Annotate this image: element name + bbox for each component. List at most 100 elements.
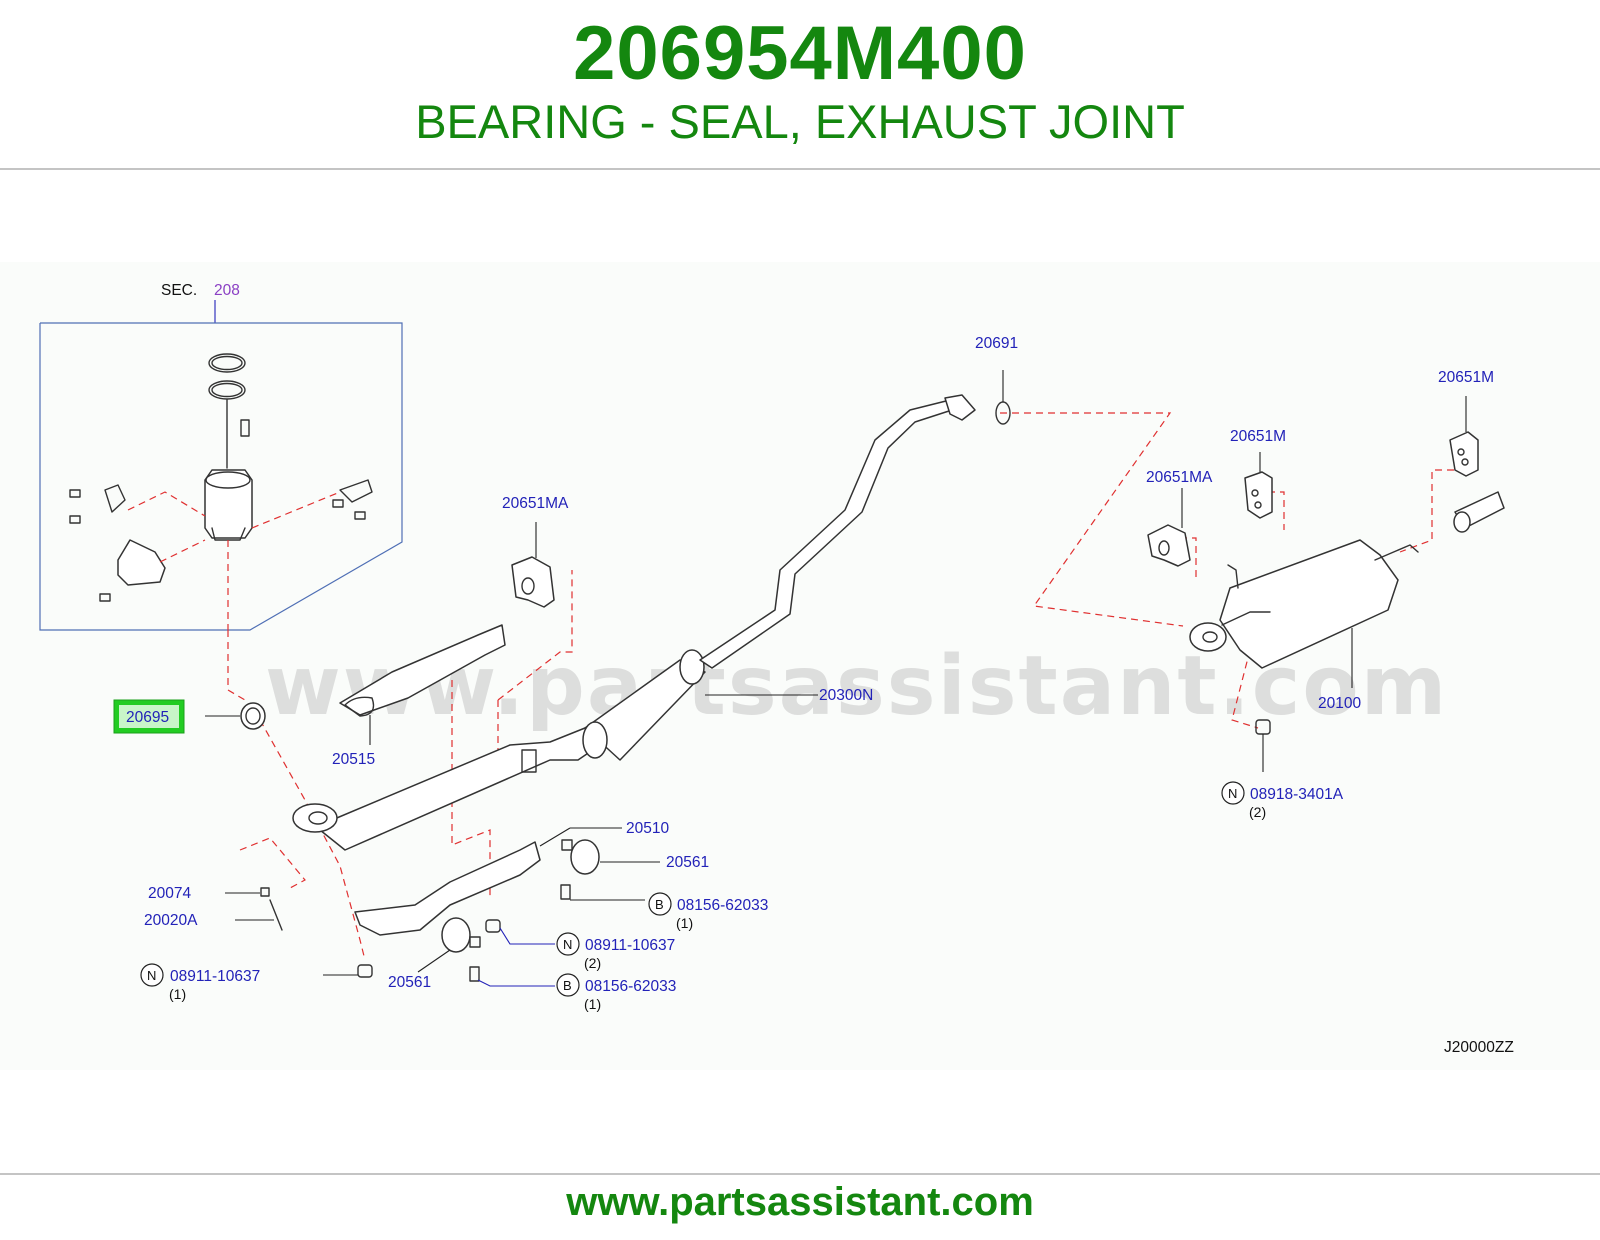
- fastener-badge: [140, 963, 164, 987]
- seal-ring-inner: [245, 707, 261, 725]
- rear-muffler-inlet: [1221, 611, 1271, 626]
- mount-20651M-center-body: [1244, 471, 1273, 519]
- fastener-code[interactable]: 08156-62033: [677, 897, 768, 914]
- sec-208-callout: SEC. 208: [39, 282, 403, 631]
- dash-mount-rear-b: [1268, 491, 1285, 530]
- rubber-mount-20651M-center[interactable]: [1244, 471, 1273, 519]
- rear-muffler-body: [1219, 539, 1399, 669]
- gasket-ring-lower-inner: [211, 382, 243, 398]
- mount-front-hole: [521, 577, 535, 595]
- fastener-code[interactable]: 08156-62033: [585, 978, 676, 995]
- fastener-code[interactable]: 08911-10637: [585, 937, 675, 954]
- stud-shaft: [269, 899, 283, 931]
- clamp-lower-bolt: [469, 936, 481, 948]
- clamp-20561-upper[interactable]: [561, 839, 600, 875]
- label-20515[interactable]: 20515: [332, 751, 375, 768]
- leader-20510-a: [539, 827, 571, 847]
- header-divider: [0, 168, 1600, 170]
- rear-muffler-20100[interactable]: [1189, 491, 1505, 669]
- fastener-qty: (1): [676, 915, 693, 931]
- label-20100[interactable]: 20100: [1318, 695, 1361, 712]
- footer-url-link[interactable]: www.partsassistant.com: [566, 1180, 1034, 1224]
- mount-20651M-center-hole-b: [1254, 501, 1262, 509]
- dash-stud-box: [239, 837, 306, 889]
- heat-shield-lower: [117, 539, 166, 586]
- label-20074[interactable]: 20074: [148, 885, 191, 902]
- fastener-letter: N: [563, 937, 572, 952]
- fastener-callout-rear-nut[interactable]: N 08918-3401A (2): [1221, 734, 1344, 820]
- bolt-b: [69, 515, 81, 524]
- bolt-d: [354, 511, 366, 520]
- heat-shield-20510[interactable]: [354, 841, 541, 936]
- fastener-callout-nut-upper[interactable]: N 08911-10637 (2): [499, 927, 675, 971]
- fastener-qty: (1): [169, 986, 186, 1002]
- label-20691[interactable]: 20691: [975, 335, 1018, 352]
- gasket-ring-upper: [208, 353, 246, 373]
- highlight-box-inner: [119, 705, 179, 728]
- mount-20651M-rear-hole-b: [1461, 458, 1469, 466]
- converter-stud: [240, 419, 250, 437]
- fastener-badge: [648, 892, 672, 916]
- heat-shield-20510-body: [354, 841, 541, 936]
- dash-mount-front: [497, 570, 573, 701]
- heat-shield-20515[interactable]: [339, 624, 506, 717]
- section-number-link[interactable]: 208: [214, 282, 240, 299]
- clamp-upper-ring: [570, 839, 600, 875]
- leader-fastener-nut-upper: [499, 927, 555, 945]
- fastener-badge: [556, 932, 580, 956]
- bolt-e: [99, 593, 111, 602]
- dash-mount-rear-c: [1399, 469, 1454, 553]
- label-20651MA-front[interactable]: 20651MA: [502, 495, 569, 512]
- fastener-letter: N: [1228, 786, 1237, 801]
- part-description: BEARING - SEAL, EXHAUST JOINT: [415, 95, 1185, 148]
- diagram-background: [0, 262, 1600, 1070]
- leader-20561-lower: [417, 949, 451, 973]
- fastener-badge: [556, 973, 580, 997]
- fastener-qty: (1): [584, 996, 601, 1012]
- fastener-letter: B: [655, 897, 664, 912]
- fastener-callout-bolt-lower[interactable]: B 08156-62033 (1): [477, 973, 676, 1012]
- label-20300N[interactable]: 20300N: [819, 687, 873, 704]
- clamp-20561-lower[interactable]: [441, 917, 481, 953]
- fastener-callout-nut-lower[interactable]: N 08911-10637 (1): [140, 963, 358, 1002]
- fastener-code[interactable]: 08911-10637: [170, 968, 260, 985]
- exhaust-joint-seal[interactable]: [240, 702, 266, 730]
- fastener-letter: B: [563, 978, 572, 993]
- bracket-right: [339, 479, 373, 503]
- label-20020A[interactable]: 20020A: [144, 912, 198, 929]
- label-20695[interactable]: 20695: [126, 709, 169, 726]
- clamp-lower-ring: [441, 917, 471, 953]
- front-pipe-flange-hole: [308, 811, 328, 825]
- rubber-mount-20651MA-front[interactable]: [511, 556, 555, 608]
- clamp-upper-bolt: [561, 839, 573, 851]
- nut-20074: [260, 887, 270, 897]
- label-20510[interactable]: 20510: [626, 820, 669, 837]
- fastener-code[interactable]: 08918-3401A: [1250, 786, 1344, 803]
- rubber-mount-20651M-rear[interactable]: [1449, 431, 1479, 477]
- dash-bracket-right: [251, 491, 341, 529]
- rear-muffler-pipe-a: [1227, 564, 1239, 589]
- bracket-left: [104, 484, 126, 513]
- footer-divider: [0, 1173, 1600, 1175]
- heat-shield-20515-lip: [344, 696, 375, 717]
- mount-20651M-center-hole-a: [1251, 489, 1259, 497]
- label-20651M-rear[interactable]: 20651M: [1438, 369, 1494, 386]
- page-header: 206954M400 BEARING - SEAL, EXHAUST JOINT: [0, 0, 1600, 170]
- fastener-callout-bolt-upper[interactable]: B 08156-62033 (1): [570, 892, 768, 931]
- center-muffler-front: [582, 721, 608, 759]
- gasket-ring-upper-inner: [211, 355, 243, 371]
- dash-seal-upper: [227, 630, 246, 701]
- fastener-badge: [1221, 781, 1245, 805]
- label-20651MA-rear[interactable]: 20651MA: [1146, 469, 1213, 486]
- label-20651M-center[interactable]: 20651M: [1230, 428, 1286, 445]
- catalytic-converter-assembly: [69, 353, 373, 630]
- stud-20020A[interactable]: [260, 887, 283, 931]
- front-exhaust-pipe[interactable]: [292, 394, 976, 851]
- dash-shield: [159, 539, 206, 563]
- bolt-a: [69, 489, 81, 498]
- label-20561-upper[interactable]: 20561: [666, 854, 709, 871]
- label-20561-lower[interactable]: 20561: [388, 974, 431, 991]
- rear-muffler-tailpipe: [1374, 544, 1419, 561]
- leader-fastener-bolt-lower: [477, 979, 555, 987]
- rubber-mount-20651MA-rear[interactable]: [1147, 524, 1191, 567]
